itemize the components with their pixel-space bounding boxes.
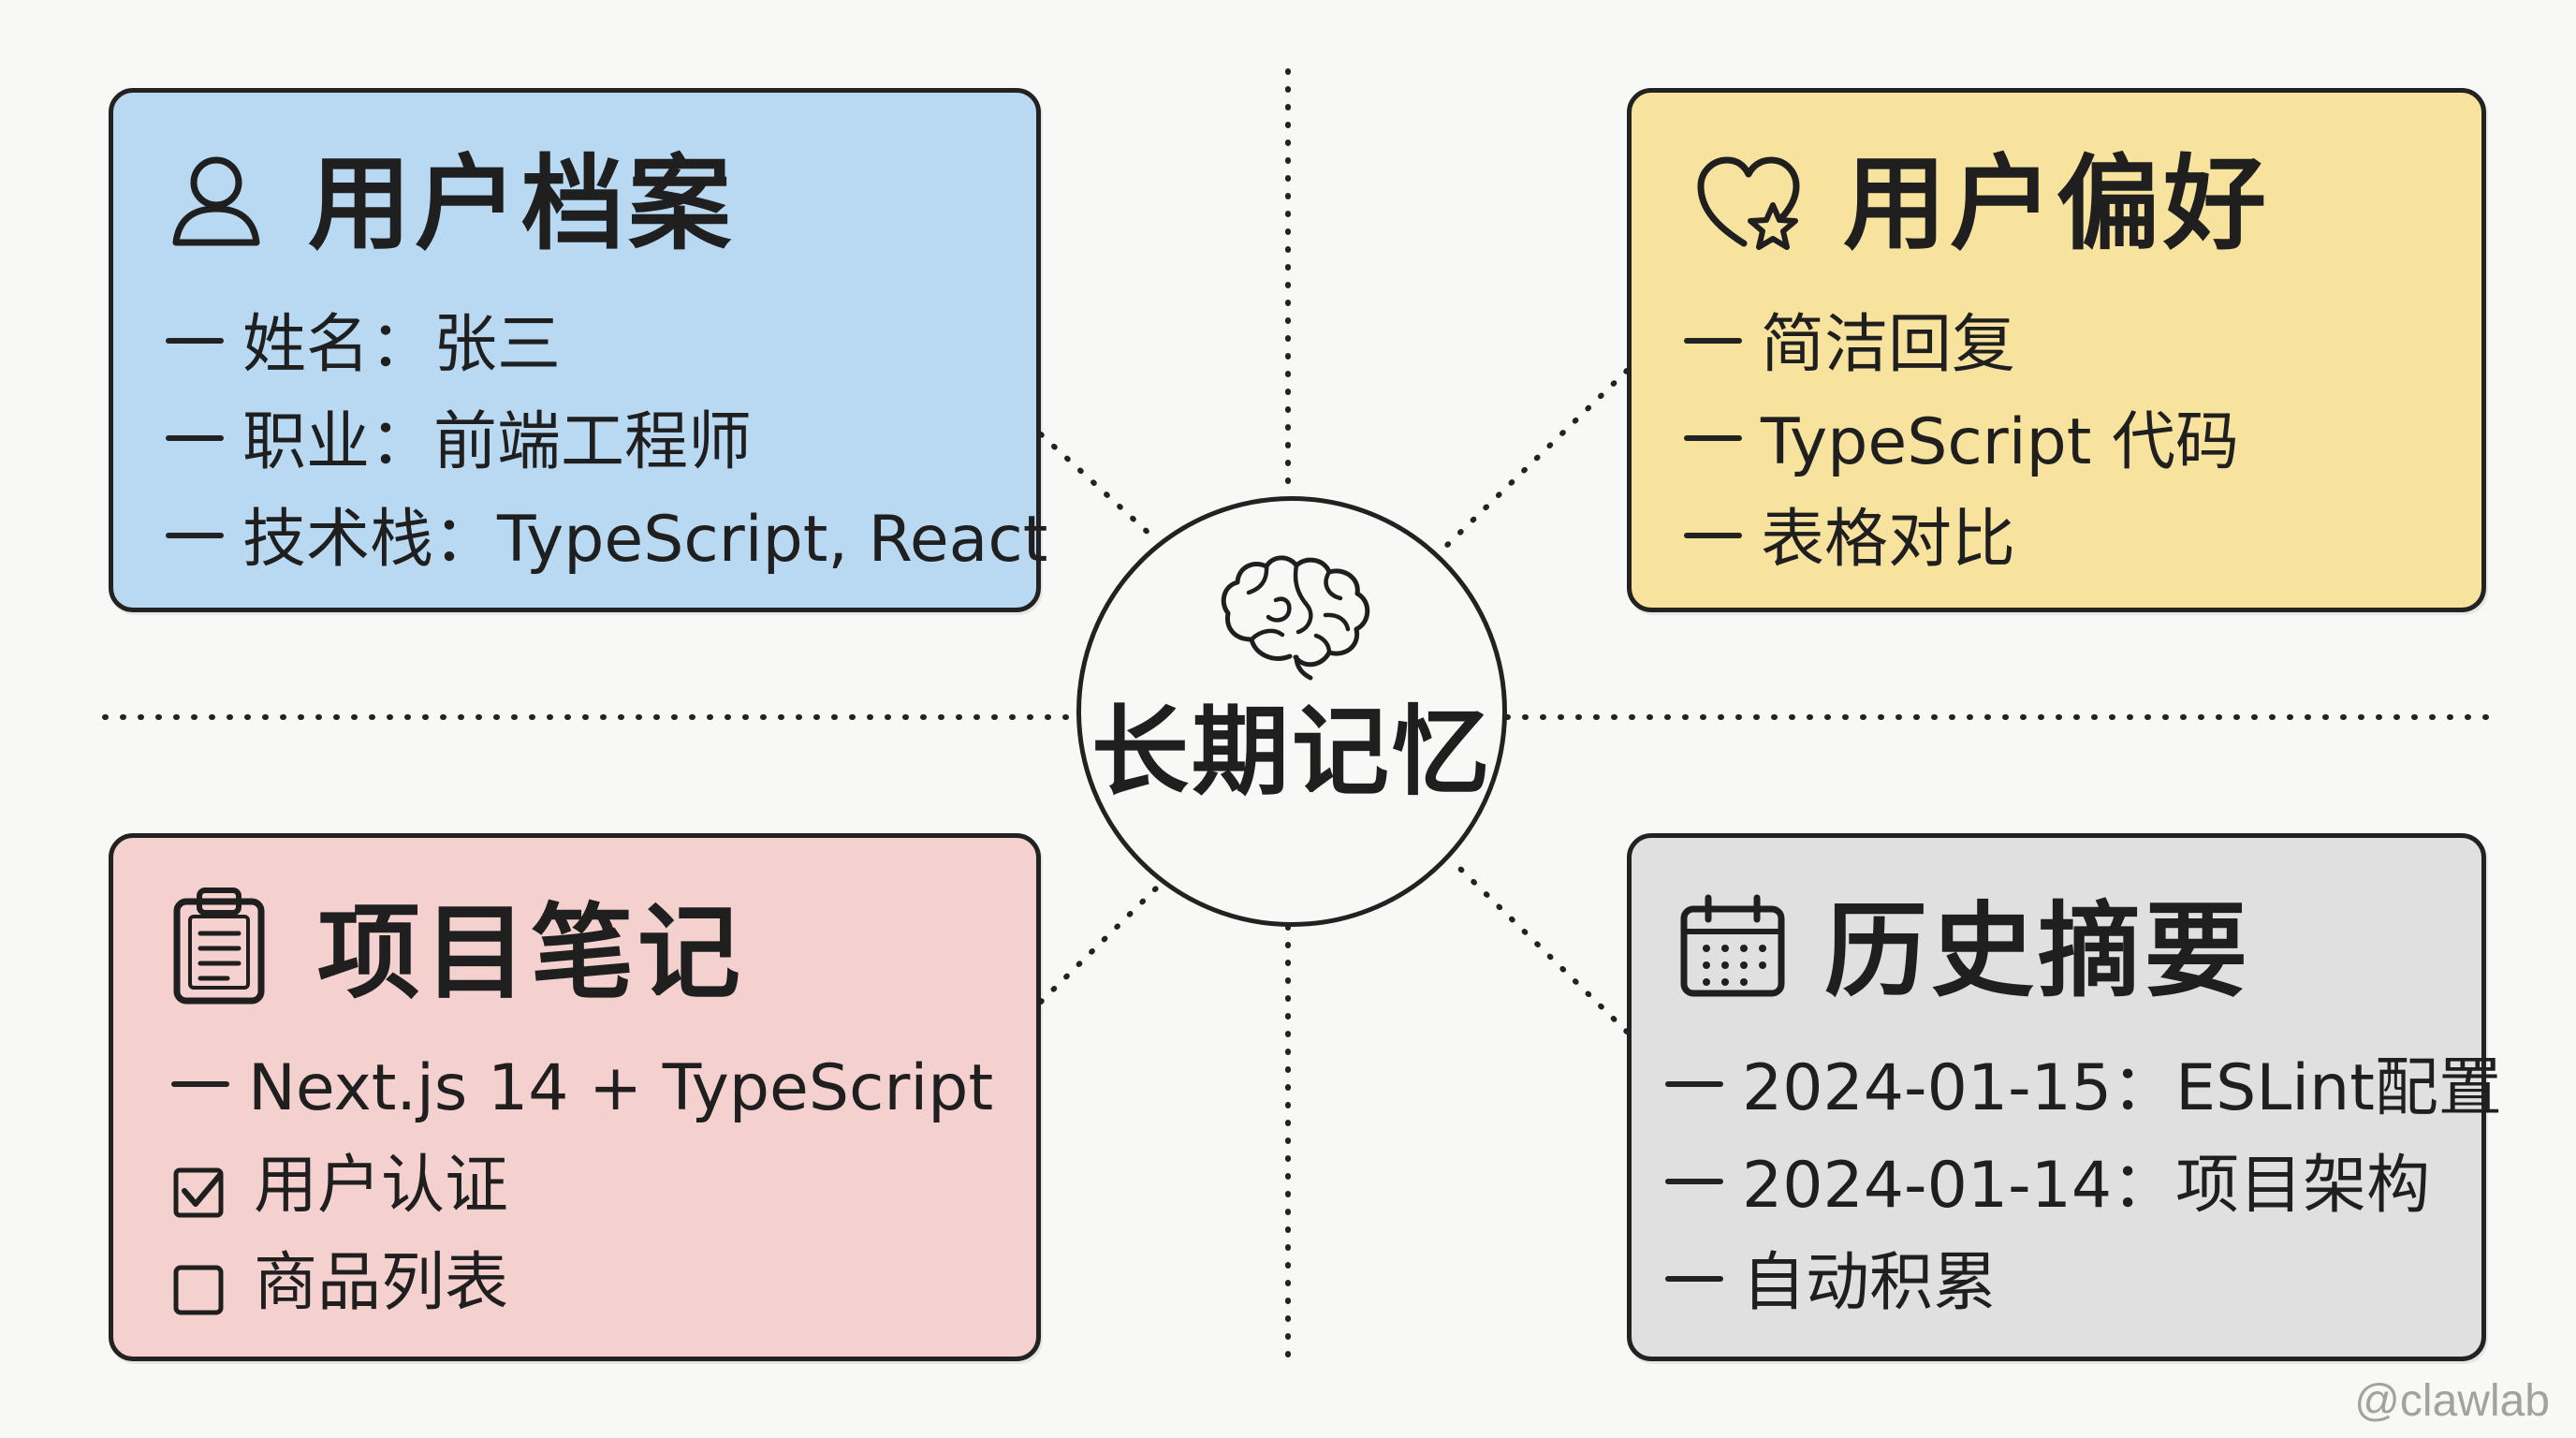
profile-item-stack-text: 技术栈：TypeScript, React [242,503,1048,577]
project-notes-card: 项目笔记 Next.js 14 + TypeScript 用户认证 商品列表 [109,833,1041,1361]
user-icon [172,156,260,246]
preference-item-concise-text: 简洁回复 [1761,308,2016,382]
note-item-auth: 用户认证 [171,1137,993,1235]
history-item-eslint-text: 2024-01-15：ESLint配置 [1742,1051,2502,1125]
user-preferences-card: 用户偏好 简洁回复 TypeScript 代码 表格对比 [1627,88,2486,612]
connector-preferences [1437,368,1630,555]
profile-item-stack: 技术栈：TypeScript, React [166,492,1047,589]
project-notes-title: 项目笔记 [317,893,744,1013]
note-item-auth-text: 用户认证 [254,1149,509,1223]
project-notes-list: Next.js 14 + TypeScript 用户认证 商品列表 [171,1040,993,1332]
long-term-memory-node: 长期记忆 [1076,496,1507,927]
profile-item-role-text: 职业：前端工程师 [242,405,753,479]
user-profile-card: 用户档案 姓名：张三 职业：前端工程师 技术栈：TypeScript, Reac… [109,88,1047,612]
list-dash-icon [166,435,224,442]
long-term-memory-title: 长期记忆 [1090,695,1492,809]
history-summary-title: 历史摘要 [1824,891,2251,1011]
unchecked-box-icon [173,1265,224,1315]
history-item-architecture-text: 2024-01-14：项目架构 [1742,1149,2431,1223]
history-summary-list: 2024-01-15：ESLint配置 2024-01-14：项目架构 自动积累 [1665,1040,2502,1332]
note-item-products: 商品列表 [171,1235,993,1332]
preference-item-table: 表格对比 [1684,492,2239,589]
connector-history [1456,864,1630,1034]
list-dash-icon [171,1081,229,1088]
brain-icon [1221,555,1370,681]
history-item-eslint: 2024-01-15：ESLint配置 [1665,1040,2502,1137]
list-dash-icon [1665,1276,1723,1283]
note-item-framework: Next.js 14 + TypeScript [171,1040,993,1137]
user-preferences-list: 简洁回复 TypeScript 代码 表格对比 [1684,297,2239,589]
preference-item-table-text: 表格对比 [1761,503,2016,577]
calendar-icon [1680,894,1785,997]
connector-profile [1038,432,1154,538]
user-preferences-title: 用户偏好 [1843,144,2270,264]
profile-item-name-text: 姓名：张三 [242,308,562,382]
list-dash-icon [166,338,224,345]
profile-item-role: 职业：前端工程师 [166,394,1047,492]
heart-star-icon [1697,156,1800,250]
profile-item-name: 姓名：张三 [166,297,1047,394]
list-dash-icon [1665,1179,1723,1185]
note-item-products-text: 商品列表 [254,1246,509,1320]
preference-item-concise: 简洁回复 [1684,297,2239,394]
preference-item-typescript-text: TypeScript 代码 [1761,405,2240,479]
watermark: @clawlab [2354,1376,2550,1426]
preference-item-typescript: TypeScript 代码 [1684,394,2239,492]
checked-box-icon [173,1167,224,1218]
history-item-architecture: 2024-01-14：项目架构 [1665,1137,2502,1235]
user-profile-title: 用户档案 [308,144,735,264]
connector-notes [1038,881,1164,1005]
list-dash-icon [1684,338,1742,345]
history-item-auto-text: 自动积累 [1742,1246,1998,1320]
history-summary-card: 历史摘要 2024-01-15：ESLint配置 2024-01-14：项目架构… [1627,833,2502,1361]
list-dash-icon [1665,1081,1723,1088]
list-dash-icon [166,533,224,539]
list-dash-icon [1684,533,1742,539]
note-item-framework-text: Next.js 14 + TypeScript [248,1051,994,1125]
history-item-auto: 自动积累 [1665,1235,2502,1332]
user-profile-list: 姓名：张三 职业：前端工程师 技术栈：TypeScript, React [166,297,1047,589]
clipboard-icon [173,888,265,1005]
list-dash-icon [1684,435,1742,442]
